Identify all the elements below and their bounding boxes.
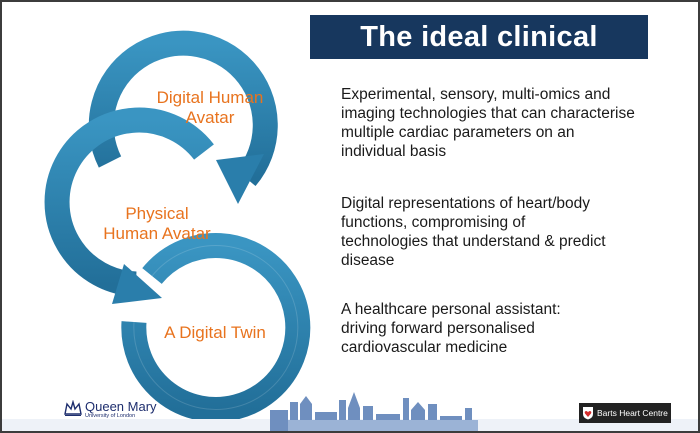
cycle-label-line: Avatar xyxy=(185,108,235,127)
cycle-label-line: Human Avatar xyxy=(103,224,211,243)
slide-title: The ideal clinical avatar: xyxy=(310,15,648,97)
cycle-diagram xyxy=(44,30,311,422)
queen-mary-text: Queen Mary University of London xyxy=(85,400,157,420)
description-line: cardiovascular medicine xyxy=(341,339,508,356)
queen-mary-name: Queen Mary xyxy=(85,399,157,414)
description-line: disease xyxy=(341,252,395,269)
cycle-label-line: A Digital Twin xyxy=(164,323,266,342)
queen-mary-subtitle: University of London xyxy=(85,413,136,419)
heart-shield-icon xyxy=(583,407,593,420)
cycle-ring-3 xyxy=(121,233,311,422)
description-line: imaging technologies that can characteri… xyxy=(341,105,635,122)
description-line: individual basis xyxy=(341,143,447,160)
description-line: driving forward personalised xyxy=(341,320,535,337)
barts-heart-centre-label: Barts Heart Centre xyxy=(597,408,668,418)
cycle-label-digital-human-avatar: Digital Human Avatar xyxy=(150,88,270,128)
description-1: Experimental, sensory, multi-omics and i… xyxy=(341,85,635,161)
description-line: technologies that understand & predict xyxy=(341,233,606,250)
queen-mary-logo: Queen Mary University of London xyxy=(64,400,157,420)
description-2: Digital representations of heart/body fu… xyxy=(341,194,606,270)
cycle-label-physical-human-avatar: Physical Human Avatar xyxy=(92,204,222,244)
description-3: A healthcare personal assistant: driving… xyxy=(341,300,561,357)
description-line: functions, compromising of xyxy=(341,214,526,231)
barts-heart-centre-logo: Barts Heart Centre xyxy=(579,403,671,423)
cycle-label-digital-twin: A Digital Twin xyxy=(150,323,280,343)
cycle-label-line: Physical xyxy=(125,204,189,223)
cycle-ring-2 xyxy=(44,107,214,304)
description-line: Digital representations of heart/body xyxy=(341,195,591,212)
description-line: A healthcare personal assistant: xyxy=(341,301,561,318)
description-line: multiple cardiac parameters on an xyxy=(341,124,575,141)
cycle-ring-1 xyxy=(88,30,278,204)
footer-strip xyxy=(2,392,698,431)
crown-icon xyxy=(64,400,82,416)
description-line: Experimental, sensory, multi-omics and xyxy=(341,86,611,103)
cycle-label-line: Digital Human xyxy=(156,88,264,107)
